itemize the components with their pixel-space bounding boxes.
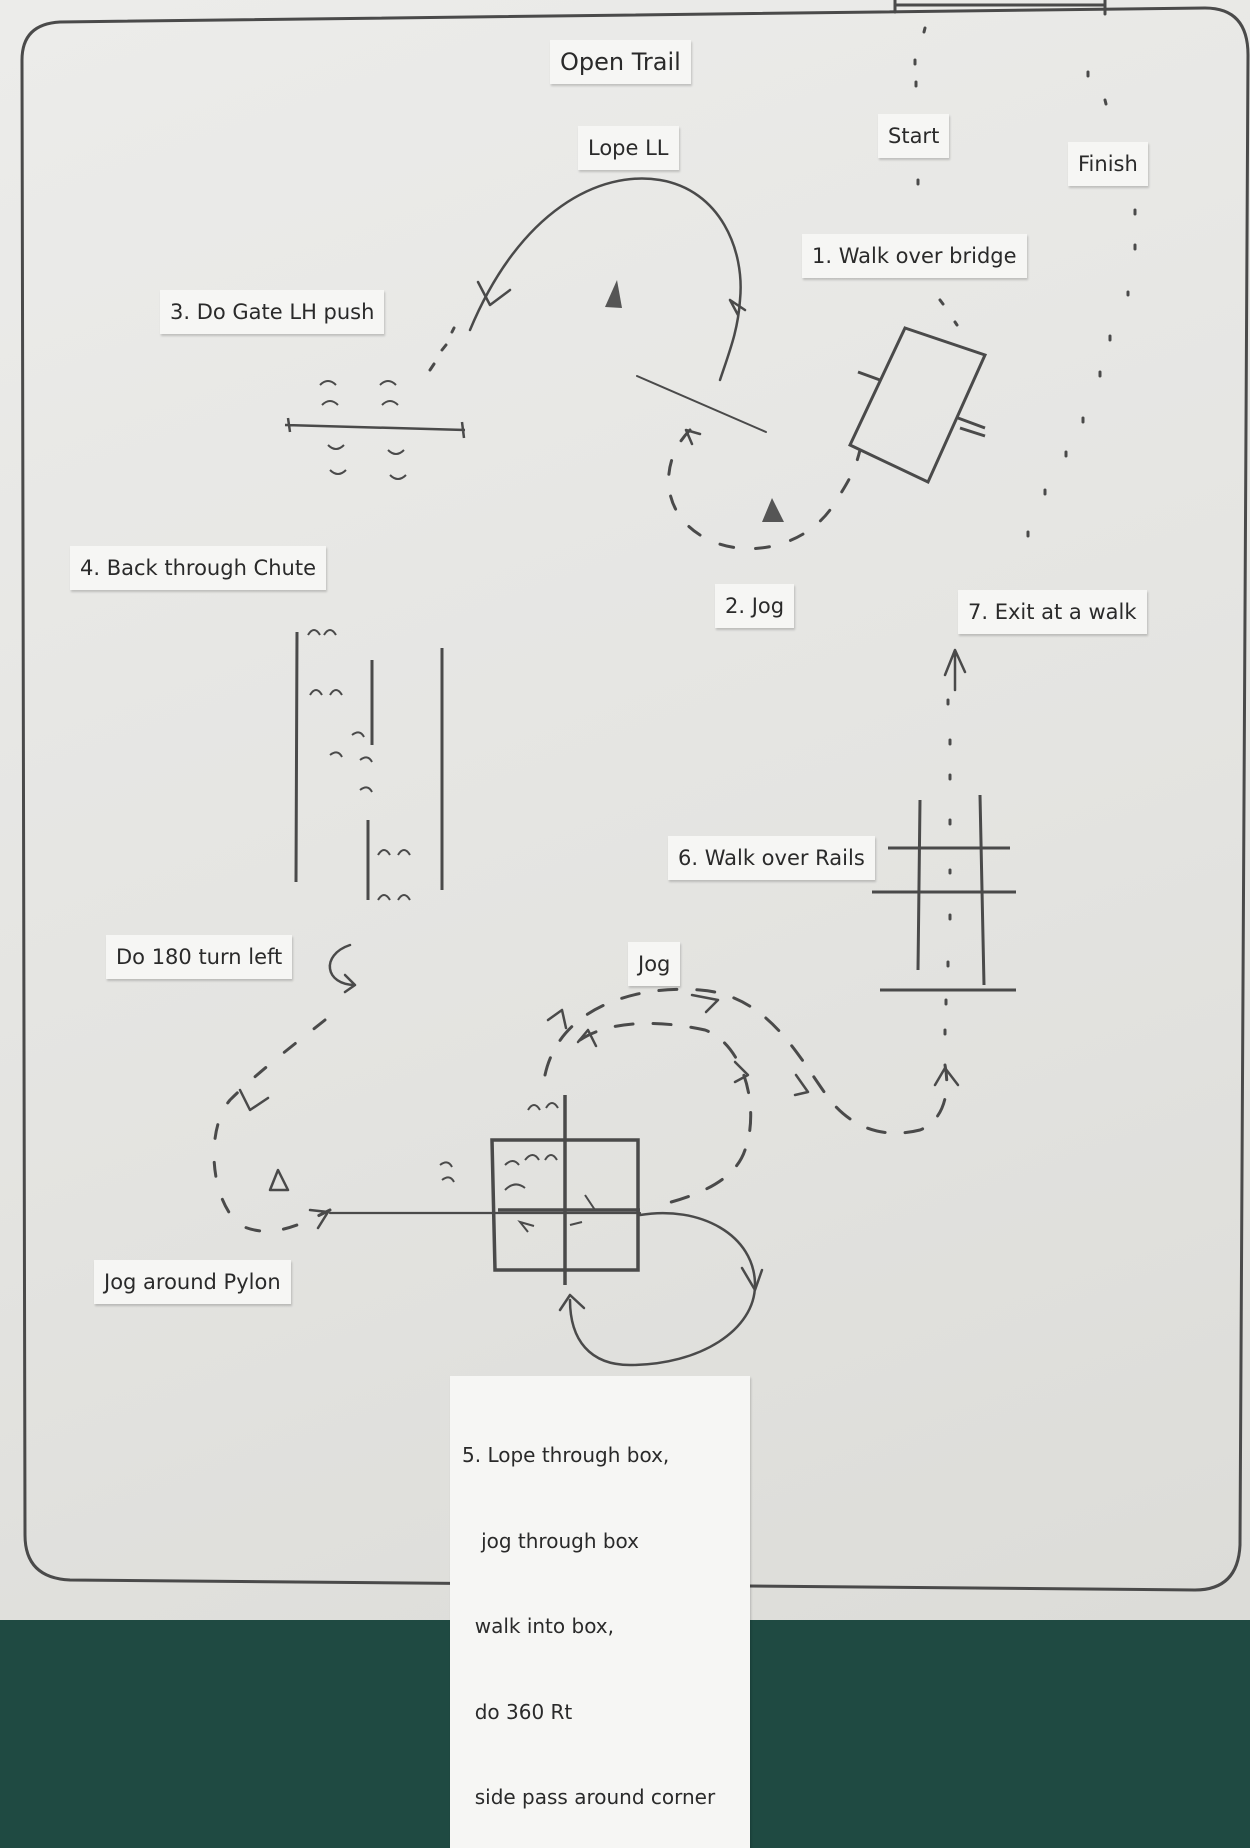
lope-ll-label: Lope LL xyxy=(578,126,679,170)
jog-arc-arrow-1 xyxy=(546,1008,568,1030)
step-2-label: 2. Jog xyxy=(715,584,795,628)
page-border xyxy=(20,6,1250,1592)
step-5-line-3: walk into box, xyxy=(462,1614,615,1638)
jog-loop xyxy=(667,428,862,551)
step-5-line-4: do 360 Rt xyxy=(462,1699,573,1724)
box-marks xyxy=(439,1102,596,1233)
gate xyxy=(284,417,466,439)
pylon-top xyxy=(605,280,622,308)
pylon-loop-arrow-2 xyxy=(308,1208,330,1230)
bridge xyxy=(848,326,988,485)
step-7-label: 7. Exit at a walk xyxy=(958,590,1147,634)
pylon-middle xyxy=(762,498,784,522)
chute-hoofprints xyxy=(307,629,411,901)
lope-arrow-2 xyxy=(728,298,747,317)
step-1-label: 1. Walk over bridge xyxy=(802,234,1027,278)
course-paper xyxy=(0,0,1250,1620)
pylon-bottom xyxy=(268,1168,290,1192)
jog-arrow xyxy=(684,428,702,446)
rails-dots xyxy=(943,698,952,1036)
jog-arc-arrow-6 xyxy=(933,1066,960,1087)
finish-path xyxy=(1026,70,1137,538)
title-label: Open Trail xyxy=(550,40,691,84)
jog-arc-arrow-2 xyxy=(576,1028,598,1048)
gate-hoofprints xyxy=(319,380,407,480)
exit-arrow xyxy=(943,648,967,692)
chute xyxy=(294,631,444,900)
box xyxy=(490,1095,640,1285)
jog-arc-arrow-3 xyxy=(690,993,720,1014)
pylon-loop-arrow xyxy=(238,1088,270,1112)
jog-arc-outer xyxy=(543,987,949,1135)
step-5-line-2: jog through box xyxy=(462,1528,640,1553)
lope-arc xyxy=(468,177,742,382)
lope-box-arrow xyxy=(740,1266,764,1292)
step-6-label: 6. Walk over Rails xyxy=(668,836,875,880)
step-5-label: 5. Lope through box, jog through box wal… xyxy=(450,1376,750,1848)
step-3-label: 3. Do Gate LH push xyxy=(160,290,385,334)
lope-box-arrow-2 xyxy=(558,1293,586,1312)
step-4-label: 4. Back through Chute xyxy=(70,546,326,590)
jog-arc-arrow-5 xyxy=(793,1073,810,1097)
step-5-line-1: 5. Lope through box, xyxy=(462,1443,670,1467)
lope-box-loop xyxy=(568,1211,757,1367)
turn-180-label: Do 180 turn left xyxy=(106,935,293,979)
top-entry-line xyxy=(893,0,1107,16)
start-label: Start xyxy=(878,114,950,158)
start-path xyxy=(913,26,959,327)
rails xyxy=(872,794,1016,992)
jog-arc-inner xyxy=(578,1021,753,1207)
jog-label: Jog xyxy=(628,942,681,986)
course-drawing xyxy=(20,0,1250,1592)
jog-around-pylon-label: Jog around Pylon xyxy=(94,1260,291,1304)
step-5-line-5: side pass around corner xyxy=(462,1785,716,1809)
jog-arc-arrow-4 xyxy=(733,1060,750,1084)
pylon-loop xyxy=(212,1018,332,1233)
lope-arrow xyxy=(476,280,512,307)
turn-180-arrow xyxy=(328,943,357,994)
gate-dashes xyxy=(428,326,456,372)
finish-label: Finish xyxy=(1068,142,1148,186)
jog-line xyxy=(636,375,767,433)
